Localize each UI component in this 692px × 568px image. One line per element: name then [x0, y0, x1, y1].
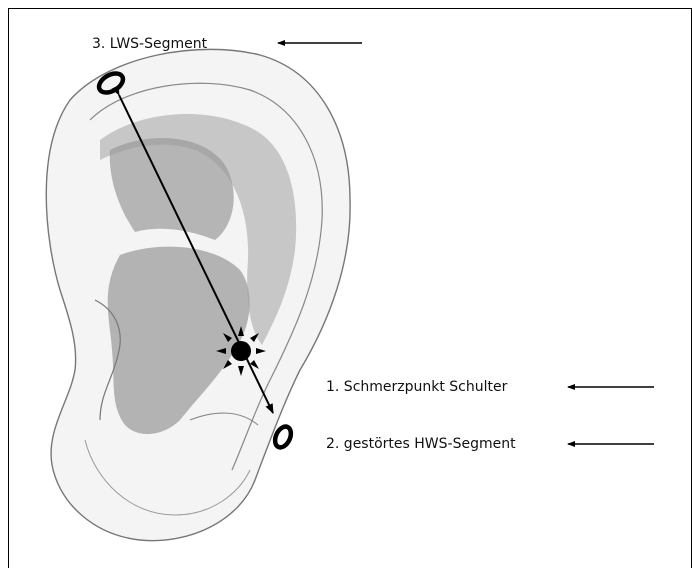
schmerzpunkt-label: 1. Schmerzpunkt Schulter	[326, 378, 507, 396]
ear-illustration	[46, 49, 350, 540]
lws-segment-label: 3. LWS-Segment	[92, 35, 207, 53]
hws-segment-label: 2. gestörtes HWS-Segment	[326, 435, 516, 453]
pain-point-starburst-icon	[216, 326, 266, 376]
